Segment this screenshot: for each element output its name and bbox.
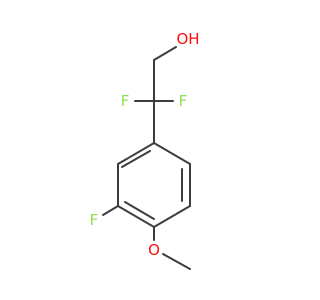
ring-bond-1 <box>117 142 155 165</box>
bond-o-methyl <box>162 253 191 270</box>
ring-bond-3-inner <box>124 201 155 220</box>
fluorine-left-label: F <box>121 92 130 110</box>
fluorine-ring-label: F <box>90 211 99 229</box>
fluorine-right-label: F <box>179 92 188 110</box>
bond-ring-f <box>102 205 119 216</box>
ring-bond-1-inner <box>121 150 151 168</box>
ring-bond-3 <box>117 205 155 228</box>
molecule-diagram: OH F F F O <box>90 30 200 270</box>
ring-bond-6 <box>153 142 191 165</box>
ring-bond-4 <box>153 205 191 228</box>
hydroxyl-label: OH <box>176 30 199 48</box>
bond-ch2-oh <box>153 46 177 61</box>
methoxy-oxygen-label: O <box>148 241 160 259</box>
